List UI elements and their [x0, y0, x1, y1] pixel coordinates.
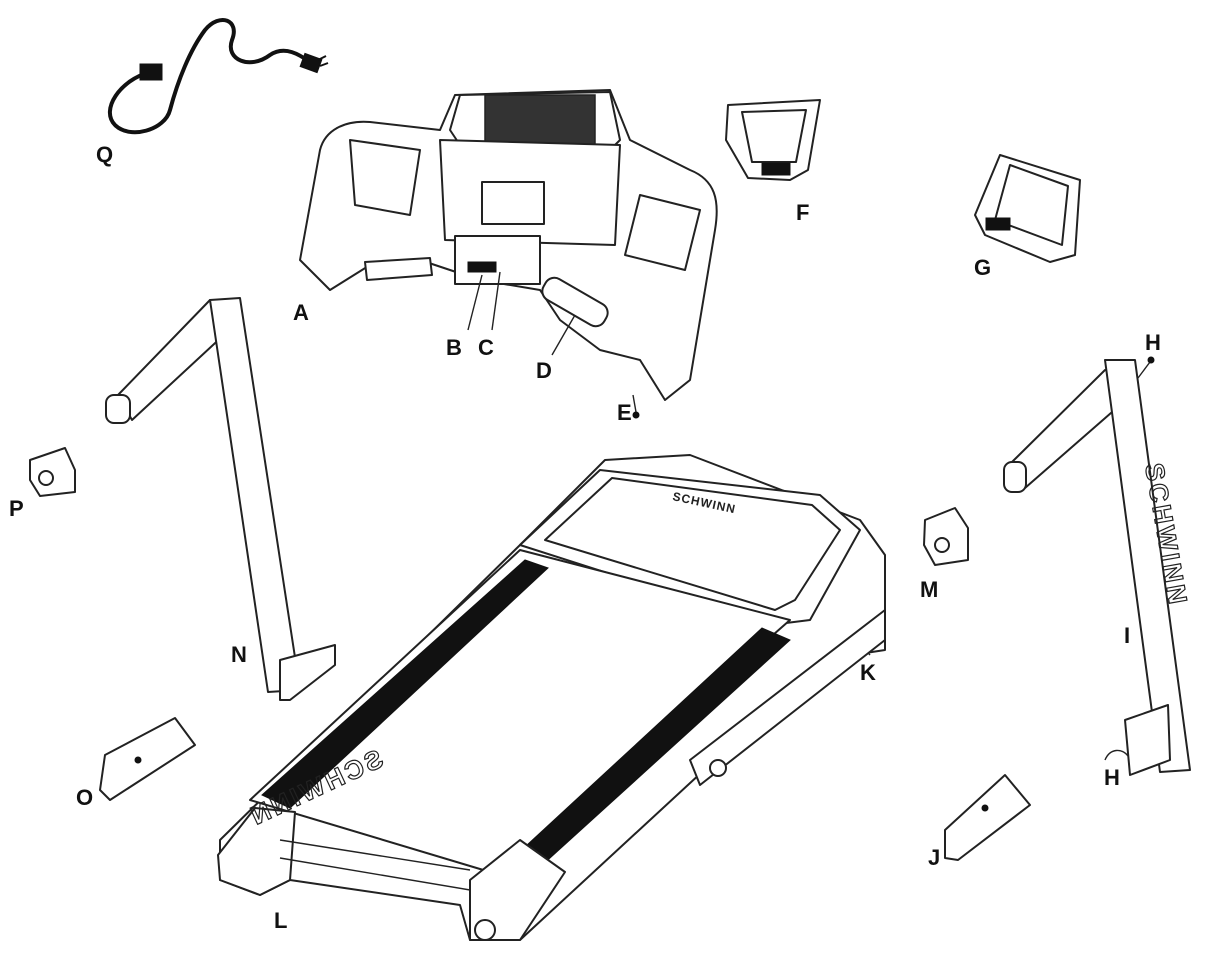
console-cover-part-f — [725, 99, 821, 181]
console-assembly — [299, 89, 718, 419]
part-label-n: N — [231, 642, 247, 667]
part-label-h-top: H — [1145, 330, 1161, 355]
part-label-q: Q — [96, 142, 113, 167]
part-label-e: E — [617, 400, 632, 425]
part-label-h-bottom: H — [1104, 765, 1120, 790]
part-label-k: K — [860, 660, 876, 685]
base-cover-part-o — [99, 717, 196, 801]
console-cover-part-g — [974, 154, 1081, 263]
part-label-a: A — [293, 300, 309, 325]
part-label-f: F — [796, 200, 809, 225]
part-label-o: O — [76, 785, 93, 810]
part-label-d: D — [536, 358, 552, 383]
part-label-l: L — [274, 908, 287, 933]
part-label-j: J — [928, 845, 940, 870]
part-label-i: I — [1124, 623, 1130, 648]
bolt-part-h-bottom — [1104, 749, 1129, 761]
left-upright-part-n — [105, 297, 336, 701]
part-labels: Q A B C D E F G H P M N K I H O J L — [9, 142, 1161, 933]
right-upright-part-i: SCHWINN — [1003, 359, 1194, 776]
treadmill-deck-base: SCHWINN SCHWINN — [217, 454, 886, 941]
base-cover-part-j — [944, 774, 1031, 861]
part-label-b: B — [446, 335, 462, 360]
part-label-m: M — [920, 577, 938, 602]
upright-cap-part-m — [923, 507, 969, 566]
upright-cap-part-p — [29, 447, 76, 497]
part-label-g: G — [974, 255, 991, 280]
part-label-p: P — [9, 496, 24, 521]
bolt-part-h-top — [1137, 356, 1155, 379]
part-label-c: C — [478, 335, 494, 360]
power-cord-part-q — [108, 18, 329, 135]
